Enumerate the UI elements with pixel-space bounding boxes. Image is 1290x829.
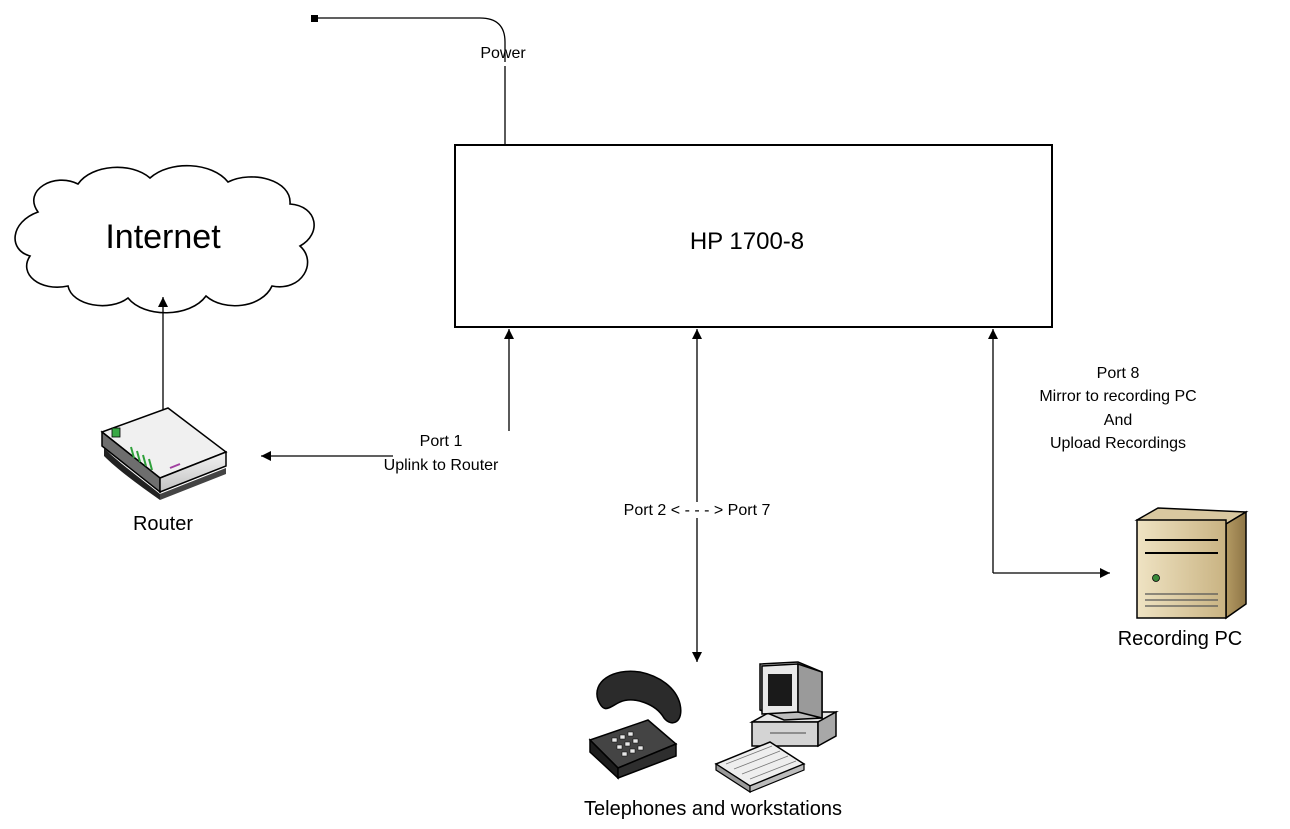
port8-label-line1: Port 8 [1097,365,1140,382]
internet-node: Internet [14,164,315,314]
port1-label-line2: Uplink to Router [384,457,499,474]
port2-7-label: Port 2 < - - - > Port 7 [624,502,771,519]
endpoints-label: Telephones and workstations [584,798,842,820]
cloud-icon [14,164,315,314]
router-icon [100,407,228,500]
switch-box [454,144,1053,328]
port8-label-line2: Mirror to recording PC [1039,388,1196,405]
recording-pc-node: Recording PC [1118,507,1249,650]
port8-link: Port 8 Mirror to recording PC And Upload… [988,329,1197,578]
port2-7-link: Port 2 < - - - > Port 7 [624,329,771,662]
port8-label-line4: Upload Recordings [1050,435,1186,452]
port1-link: Port 1 Uplink to Router [261,329,514,474]
port8-label-line3: And [1104,412,1132,429]
workstation-icon [714,661,839,794]
switch-node: HP 1700-8 [454,144,1053,328]
power-plug-icon [311,15,318,22]
telephone-icon [588,670,682,780]
server-tower-icon [1134,507,1249,620]
power-cable: Power [311,15,526,145]
power-label: Power [480,45,526,62]
router-node: Router [100,407,228,535]
endpoints-node: Telephones and workstations [584,661,842,820]
router-label: Router [133,513,193,535]
recording-pc-label: Recording PC [1118,628,1243,650]
port1-label-line1: Port 1 [420,433,463,450]
internet-label: Internet [105,218,221,256]
switch-label: HP 1700-8 [690,228,804,255]
